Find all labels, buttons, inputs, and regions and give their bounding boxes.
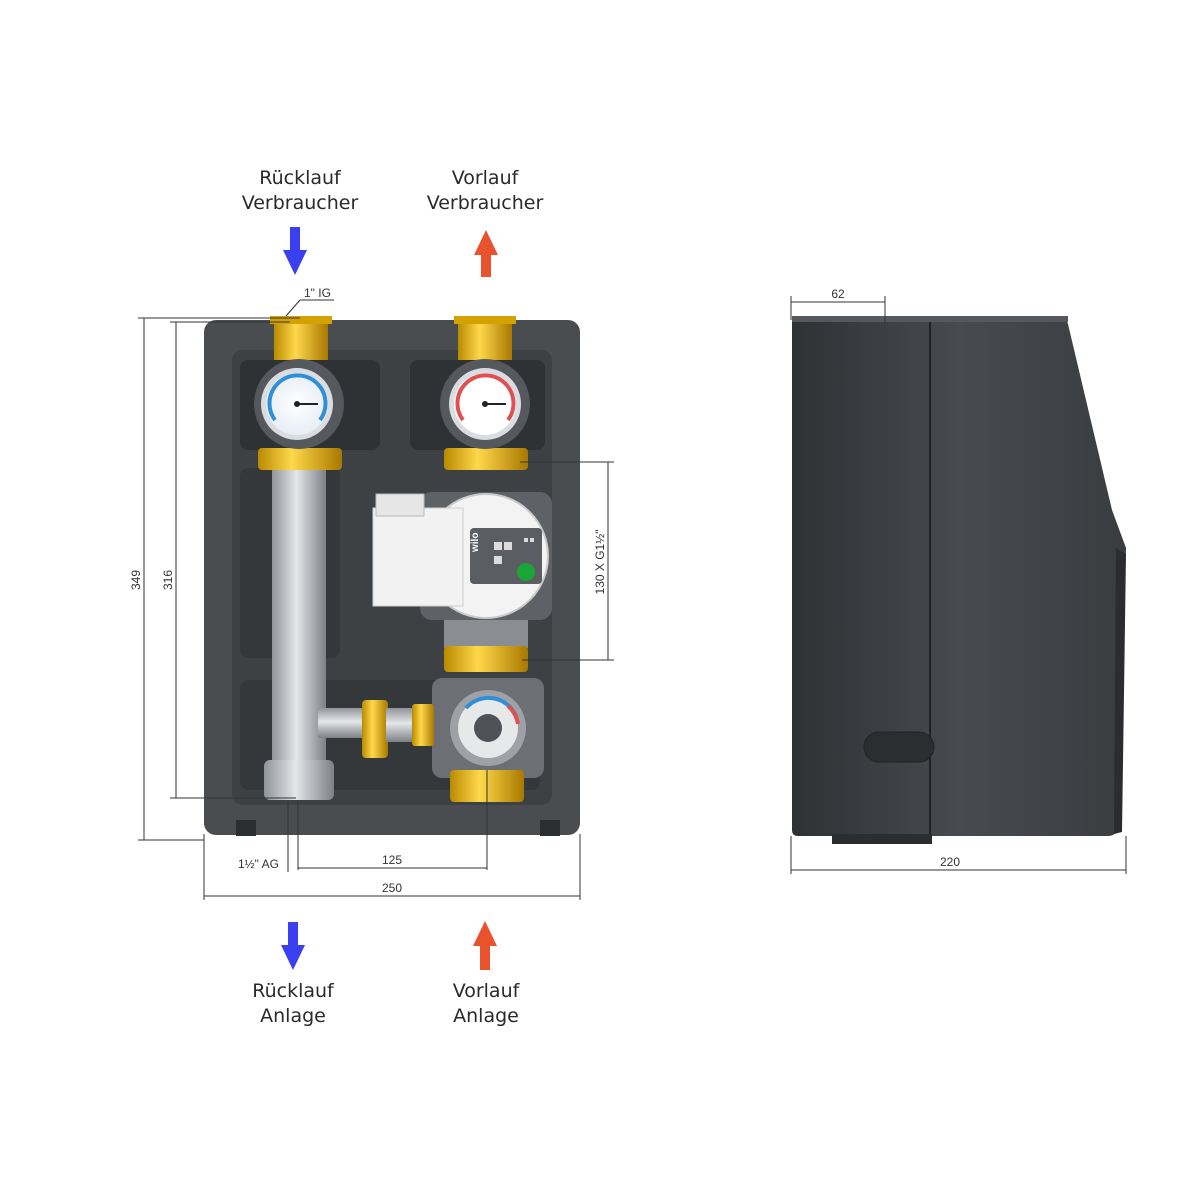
dim-top-thread: 1" IG [304,286,331,300]
arrow-down-return-system [281,922,305,970]
pump-brand-label: wilo [470,533,481,553]
dim-side-top: 62 [831,287,845,301]
arrow-up-supply-system [473,921,497,970]
dim-inner-height: 316 [161,570,175,590]
dim-width: 250 [382,881,402,895]
label-supply-system: Vorlauf Anlage [452,980,520,1027]
dim-pump-length: 130 X G1½" [593,530,607,595]
dim-depth: 220 [940,855,960,869]
arrow-down-return-consumer [283,227,307,275]
dimension-lines-side [790,296,1127,874]
dim-total-height: 349 [129,570,143,590]
arrow-up-supply-consumer [474,230,498,277]
dimension-lines-front [138,299,614,900]
supply-ball-valve [440,316,530,470]
label-return-consumer: Rücklauf Verbraucher [241,167,359,214]
dim-pipe-spacing: 125 [382,853,402,867]
cover-side-view [792,316,1126,844]
label-return-system: Rücklauf Anlage [252,980,334,1027]
circulation-pump: wilo [372,492,552,648]
label-supply-consumer: Vorlauf Verbraucher [426,167,544,214]
pump-led-icon [517,563,535,581]
return-ball-valve [254,316,344,470]
dim-bottom-thread: 1½" AG [238,857,279,871]
